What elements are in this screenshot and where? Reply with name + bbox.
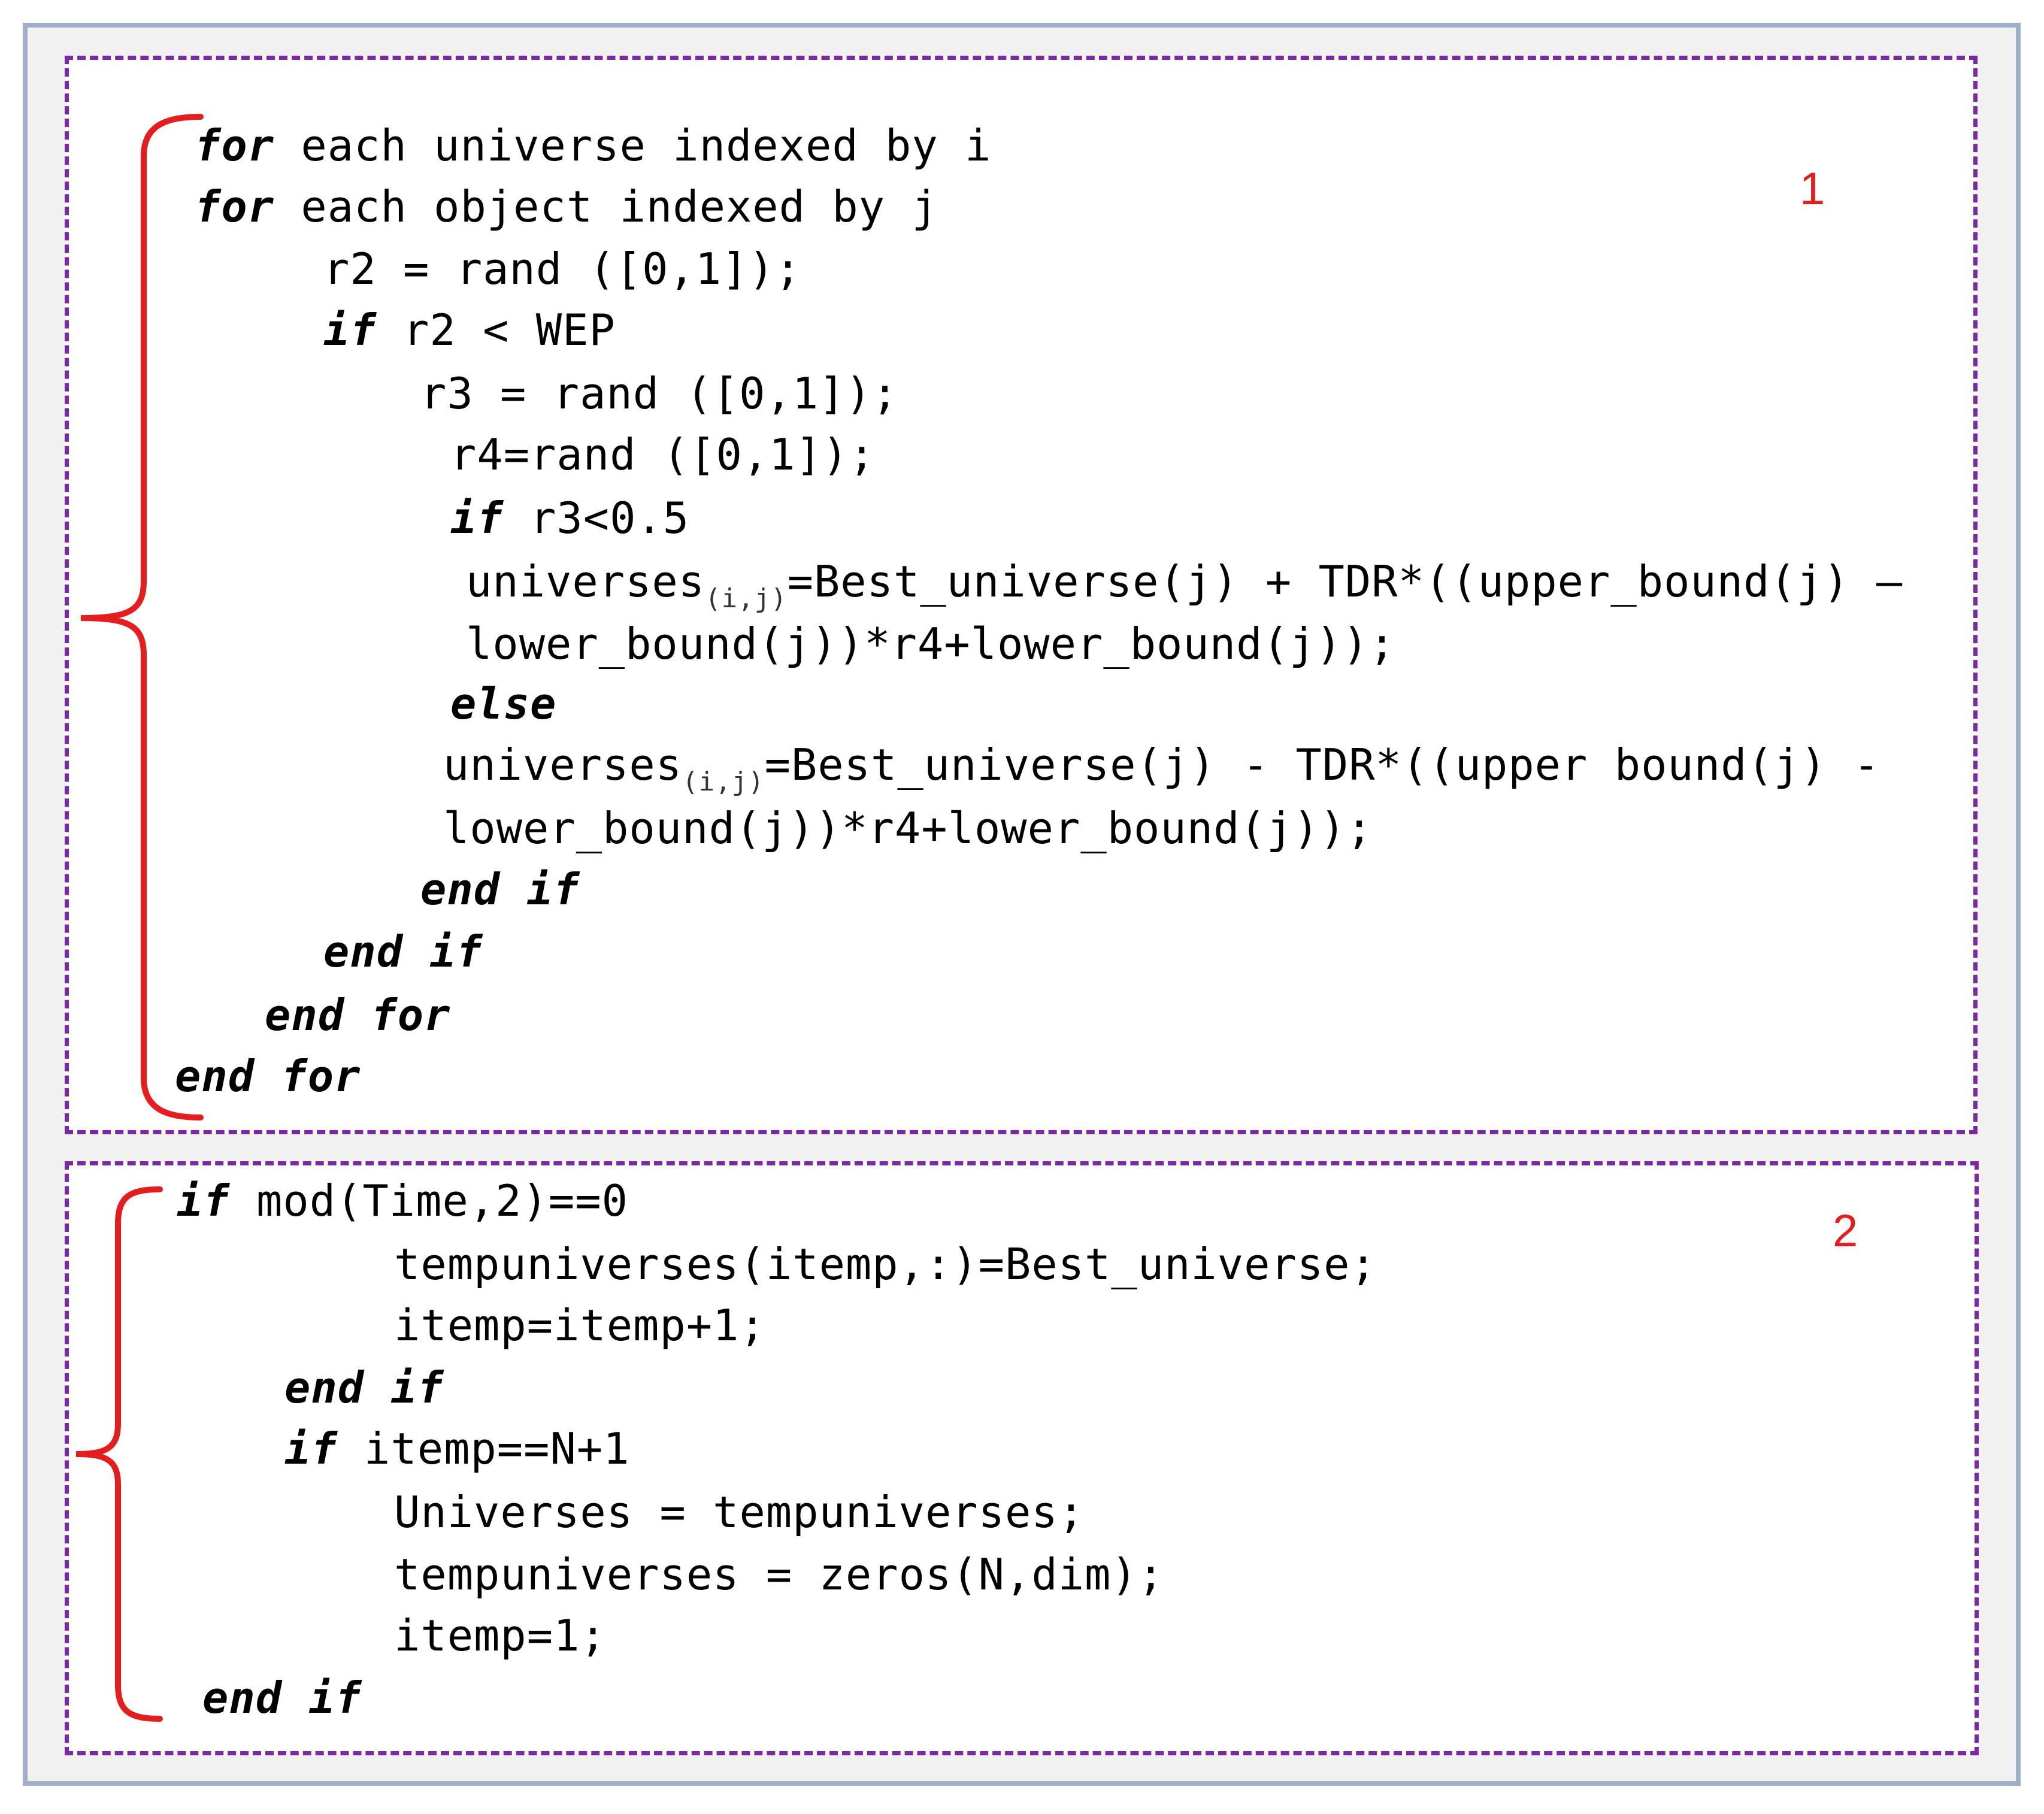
code-line-p2-4: end if xyxy=(284,1361,444,1415)
code-text: itemp=1; xyxy=(394,1610,607,1661)
code-text: each object indexed by j xyxy=(274,181,938,232)
code-text: universes xyxy=(466,556,705,607)
keyword: end if xyxy=(420,864,580,914)
code-text: lower_bound(j))*r4+lower_bound(j)); xyxy=(466,619,1396,669)
code-line-p2-9: end if xyxy=(202,1671,362,1725)
code-text: r4=rand ([0,1]); xyxy=(450,429,876,480)
brace-panel-2 xyxy=(75,1186,163,1722)
subscript: (i,j) xyxy=(705,583,788,614)
code-text: tempuniverses = zeros(N,dim); xyxy=(394,1549,1165,1600)
keyword: if xyxy=(177,1176,230,1226)
keyword: end for xyxy=(265,990,451,1040)
code-line-p1-8: universes(i,j)=Best_universe(j) + TDR*((… xyxy=(466,555,1903,615)
code-line-p1-5: r3 = rand ([0,1]); xyxy=(420,367,898,420)
code-line-p1-3: r2 = rand ([0,1]); xyxy=(323,242,801,296)
code-panel-1 xyxy=(65,56,1978,1134)
code-text: lower_bound(j))*r4+lower_bound(j)); xyxy=(443,803,1373,853)
code-text: r3 = rand ([0,1]); xyxy=(420,368,899,419)
keyword: if xyxy=(323,305,377,355)
code-line-p2-8: itemp=1; xyxy=(394,1609,607,1662)
code-line-p1-6: r4=rand ([0,1]); xyxy=(450,428,876,481)
panel-number-1: 1 xyxy=(1800,163,1825,214)
code-line-p2-5: if itemp==N+1 xyxy=(284,1422,630,1476)
code-line-p1-10: else xyxy=(450,677,556,731)
keyword: if xyxy=(450,493,504,543)
code-text: r2 < WEP xyxy=(376,305,616,355)
code-text: each universe indexed by i xyxy=(274,120,992,171)
code-line-p2-6: Universes = tempuniverses; xyxy=(394,1485,1085,1539)
code-text: r2 = rand ([0,1]); xyxy=(323,244,802,294)
code-text: =Best_universe(j) - TDR*((upper bound(j)… xyxy=(764,740,1881,790)
code-line-p1-2: for each object indexed by j xyxy=(195,180,938,234)
code-text: Universes = tempuniverses; xyxy=(394,1487,1085,1537)
code-text: mod(Time,2)==0 xyxy=(229,1176,628,1226)
code-line-p2-1: if mod(Time,2)==0 xyxy=(177,1174,628,1228)
code-line-p1-14: end if xyxy=(323,925,483,979)
subscript: (i,j) xyxy=(682,767,765,797)
keyword: end if xyxy=(202,1673,362,1723)
code-line-p1-9: lower_bound(j))*r4+lower_bound(j)); xyxy=(466,617,1395,671)
code-line-p1-11: universes(i,j)=Best_universe(j) - TDR*((… xyxy=(443,738,1880,798)
code-text: universes xyxy=(443,740,683,790)
brace-panel-1 xyxy=(80,114,204,1120)
code-line-p1-1: for each universe indexed by i xyxy=(195,119,991,172)
keyword: if xyxy=(284,1424,338,1474)
keyword: end if xyxy=(284,1362,444,1413)
code-line-p2-7: tempuniverses = zeros(N,dim); xyxy=(394,1547,1164,1601)
code-line-p1-4: if r2 < WEP xyxy=(323,303,616,357)
code-line-p1-16: end for xyxy=(175,1049,361,1103)
panel-number-2: 2 xyxy=(1833,1206,1858,1256)
code-line-p1-13: end if xyxy=(420,862,580,916)
code-text: tempuniverses(itemp,:)=Best_universe; xyxy=(394,1239,1377,1289)
code-text: itemp=itemp+1; xyxy=(394,1300,766,1350)
code-text: itemp==N+1 xyxy=(337,1424,630,1474)
code-line-p2-3: itemp=itemp+1; xyxy=(394,1298,766,1352)
brace-path-1 xyxy=(80,114,204,1120)
code-panel-2 xyxy=(65,1161,1979,1755)
keyword: end if xyxy=(323,926,483,977)
keyword: else xyxy=(450,679,557,729)
keyword: for xyxy=(195,181,275,232)
code-text: r3<0.5 xyxy=(503,493,690,543)
code-line-p2-2: tempuniverses(itemp,:)=Best_universe; xyxy=(394,1237,1377,1291)
brace-path-2 xyxy=(75,1186,163,1722)
code-line-p1-12: lower_bound(j))*r4+lower_bound(j)); xyxy=(443,801,1373,855)
code-text: =Best_universe(j) + TDR*((upper_bound(j)… xyxy=(787,556,1903,607)
keyword: for xyxy=(195,120,275,171)
code-line-p1-15: end for xyxy=(265,988,450,1042)
keyword: end for xyxy=(175,1051,361,1101)
code-line-p1-7: if r3<0.5 xyxy=(450,491,689,545)
